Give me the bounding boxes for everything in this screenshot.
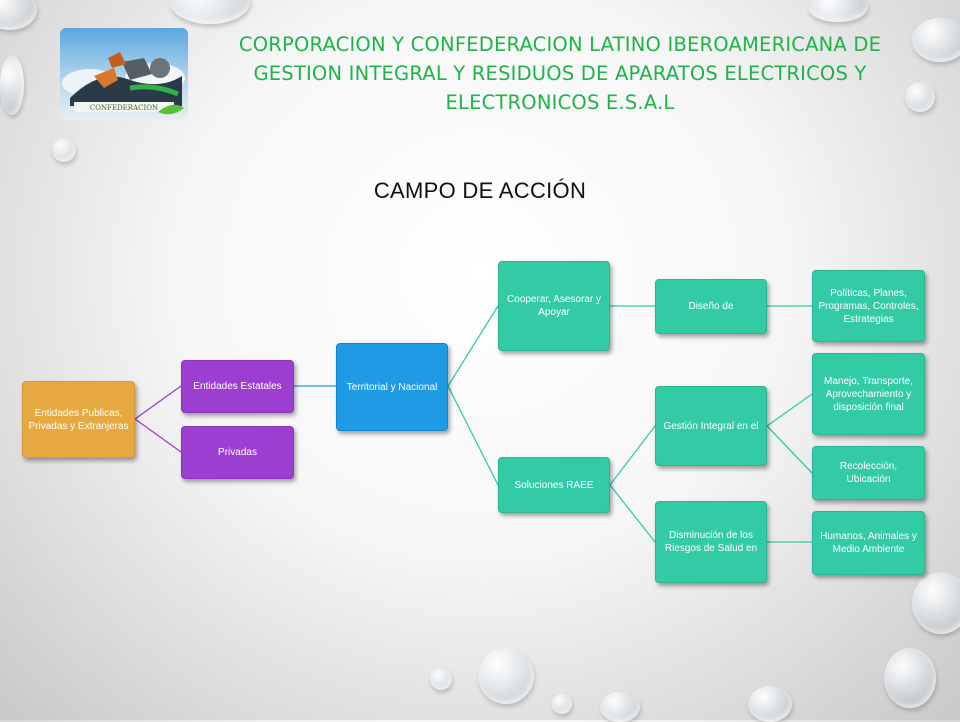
- water-drop-decoration: [912, 572, 960, 634]
- node-cooperar-asesorar-apoyar: Cooperar, Asesorar y Apoyar: [498, 261, 610, 351]
- node-privadas: Privadas: [181, 426, 294, 479]
- node-manejo-transporte: Manejo, Transporte, Aprovechamiento y di…: [812, 353, 925, 435]
- water-drop-decoration: [552, 694, 572, 714]
- edge-entidades-privadas: [134, 418, 182, 453]
- edge-territorial-soluciones: [447, 385, 499, 486]
- node-politicas-planes: Políticas, Planes, Programas, Controles,…: [812, 270, 925, 342]
- logo-text: CONFEDERACION: [90, 104, 158, 112]
- node-soluciones-raee: Soluciones RAEE: [498, 457, 610, 513]
- water-drop-decoration: [912, 18, 960, 62]
- water-drop-decoration: [52, 138, 76, 162]
- node-entidades-publicas-privadas-extranjeras: Entidades Publicas, Privadas y Extranjer…: [22, 381, 135, 458]
- node-disminucion-riesgos: Disminución de los Riesgos de Salud en: [655, 501, 767, 583]
- confederation-logo-icon: CONFEDERACION: [60, 28, 188, 120]
- node-gestion-integral: Gestión Integral en el: [655, 386, 767, 466]
- edge-gestion-recoleccion: [766, 425, 813, 474]
- node-recoleccion-ubicacion: Recolección, Ubicación: [812, 446, 925, 500]
- edge-entidades-estatales: [134, 385, 182, 420]
- water-drop-decoration: [0, 55, 24, 115]
- water-drop-decoration: [808, 0, 868, 22]
- slide-subtitle: CAMPO DE ACCIÓN: [373, 178, 587, 203]
- organization-title: CORPORACION Y CONFEDERACION LATINO IBERO…: [238, 33, 882, 114]
- node-territorial-nacional: Territorial y Nacional: [336, 343, 448, 431]
- water-drop-decoration: [905, 82, 935, 112]
- node-entidades-estatales: Entidades Estatales: [181, 360, 294, 413]
- logo: CONFEDERACION: [60, 28, 188, 120]
- water-drop-decoration: [600, 692, 640, 722]
- water-drop-decoration: [478, 648, 534, 704]
- water-drop-decoration: [884, 648, 936, 708]
- edge-soluciones-gestion: [609, 425, 656, 486]
- node-diseno-de: Diseño de: [655, 279, 767, 334]
- water-drop-decoration: [430, 668, 452, 690]
- node-humanos-animales: Humanos, Animales y Medio Ambiente: [812, 511, 925, 575]
- edge-soluciones-disminucion: [609, 484, 656, 543]
- water-drop-decoration: [748, 686, 792, 722]
- edge-territorial-cooperar: [447, 305, 499, 387]
- edge-gestion-manejo: [766, 393, 813, 427]
